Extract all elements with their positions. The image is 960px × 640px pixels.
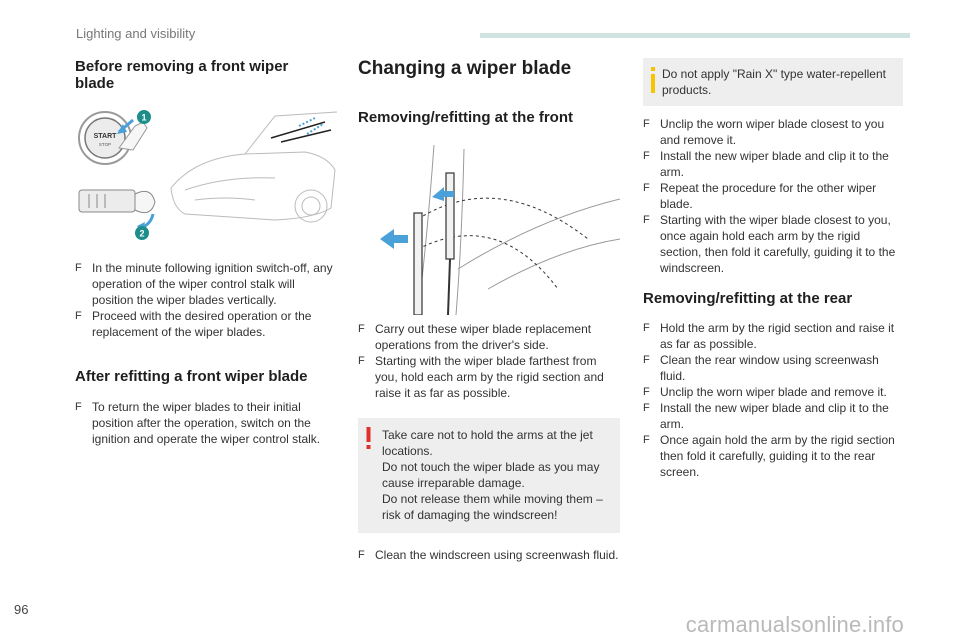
front-wiper-figure xyxy=(380,144,620,315)
middle-column: Changing a wiper blade Removing/refittin… xyxy=(358,58,620,563)
header-accent-bar xyxy=(480,33,910,38)
info-text: Do not apply "Rain X" type water-repelle… xyxy=(662,67,886,97)
start-stop-button-illustration: START STOP xyxy=(78,111,132,165)
wiper-stalk-illustration xyxy=(78,189,156,214)
info-box: Do not apply "Rain X" type water-repelle… xyxy=(643,58,903,106)
car-front-illustration xyxy=(170,111,337,223)
left-column: Before removing a front wiper blade STAR… xyxy=(75,58,337,447)
stop-label: STOP xyxy=(99,142,111,147)
step-1-label: 1 xyxy=(141,113,146,123)
right-column: Do not apply "Rain X" type water-repelle… xyxy=(643,58,903,480)
warning-line: Do not touch the wiper blade as you may … xyxy=(382,460,600,490)
warning-line: Do not release them while moving them – … xyxy=(382,492,603,522)
start-stop-figure: START STOP 1 2 xyxy=(78,110,337,240)
section-header: Lighting and visibility xyxy=(76,26,196,41)
heading-front: Removing/refitting at the front xyxy=(358,109,573,126)
exclamation-icon xyxy=(366,427,371,449)
page-number: 96 xyxy=(14,602,29,617)
warning-box: Take care not to hold the arms at the je… xyxy=(358,418,620,533)
heading-after-refitting: After refitting a front wiper blade xyxy=(75,368,308,385)
page-title: Changing a wiper blade xyxy=(358,58,572,79)
watermark: carmanualsonline.info xyxy=(685,612,904,637)
info-icon xyxy=(651,67,655,93)
heading-rear: Removing/refitting at the rear xyxy=(643,290,853,307)
start-label: START xyxy=(94,133,118,140)
step-2-label: 2 xyxy=(139,229,144,239)
warning-line: Take care not to hold the arms at the je… xyxy=(382,428,593,458)
heading-before-removing: Before removing a front wiper blade xyxy=(75,58,289,92)
